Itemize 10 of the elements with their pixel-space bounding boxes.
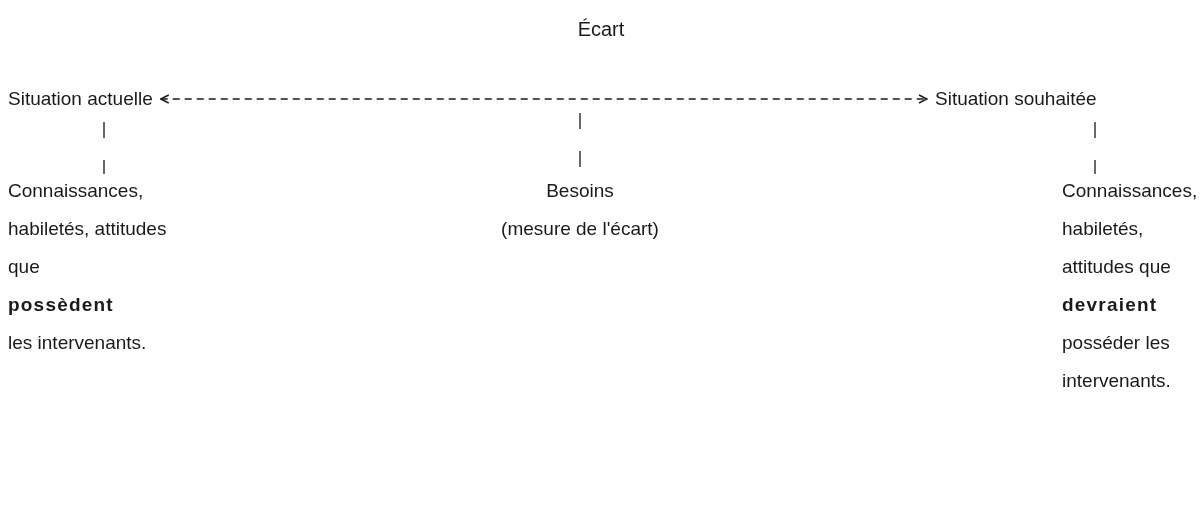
node-text: Situation actuelle [8,87,153,111]
node-text: Situation souhaitée [935,87,1097,111]
dashed-arrow [160,94,928,104]
node-text: (mesure de l'écart) [500,217,660,241]
node-text: Connaissances, habiletés, attitudes que possèdent les intervenants. [8,179,168,355]
connector-line [1094,121,1096,175]
node-text: Connaissances, habiletés, attitudes que devraient posséder les intervenants. [1062,179,1199,393]
node-heading: Besoins [545,179,615,203]
diagram-title: Écart [576,18,626,41]
connector-line [103,121,105,175]
